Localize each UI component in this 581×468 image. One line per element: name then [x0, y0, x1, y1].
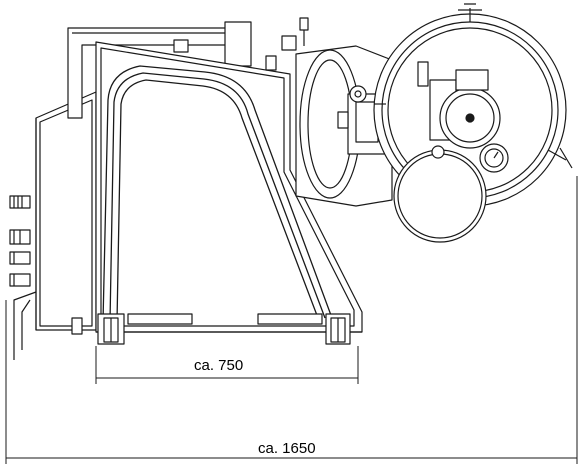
base [71, 313, 362, 345]
length-dimension-label: ca. 1650 [258, 440, 316, 457]
hose-ring [393, 145, 487, 243]
dimension-lines [5, 176, 578, 464]
rear-cabinet [35, 91, 97, 331]
width-dimension-label: ca. 750 [194, 357, 244, 374]
side-connectors [9, 195, 37, 360]
motor-assembly [417, 61, 509, 173]
top-pipe [67, 21, 252, 119]
tubular-frame [102, 65, 333, 323]
